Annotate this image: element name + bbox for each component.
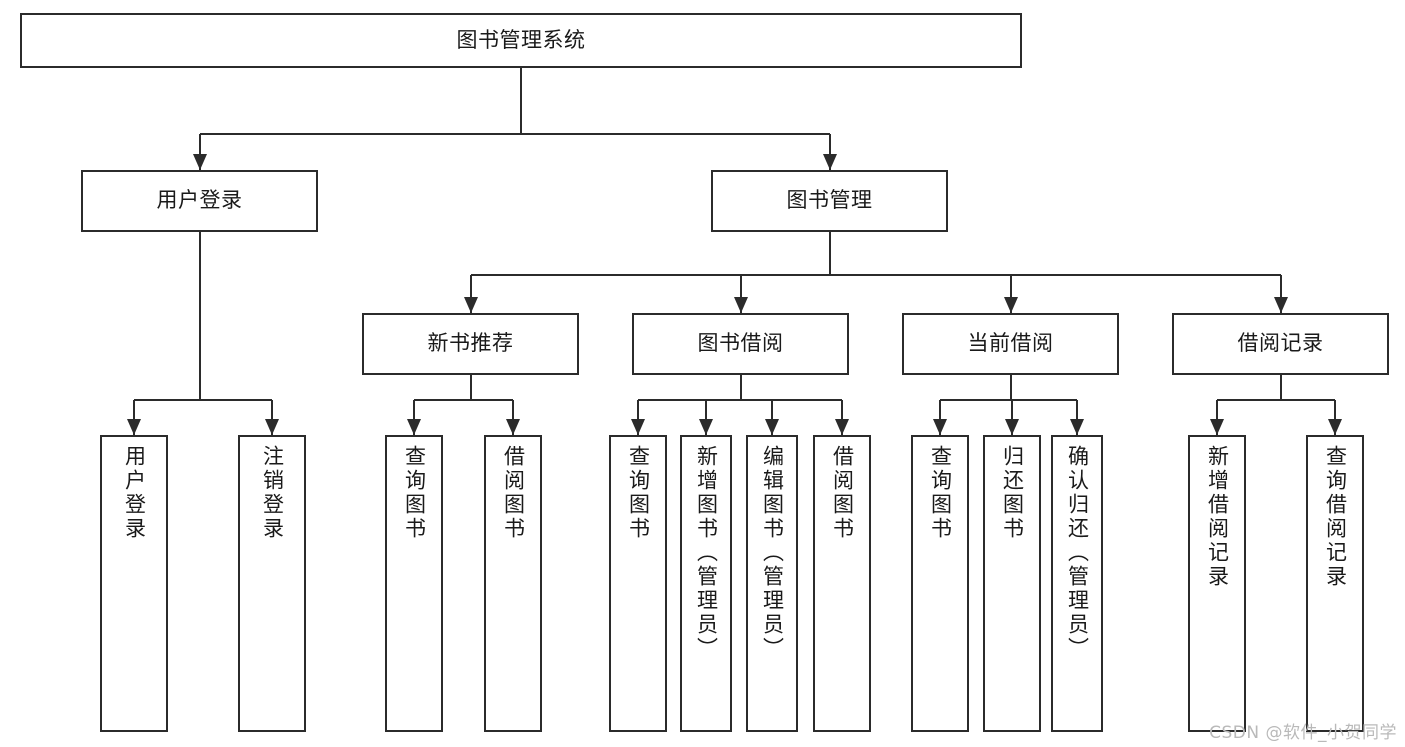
arrowhead-edit-book-admin (765, 419, 779, 435)
leaf-confirm-return-admin[interactable]: 确认归还（管理员） (1051, 435, 1103, 732)
leaf-borrow-book-label: 借阅图书 (830, 445, 855, 541)
leaf-add-borrow-record[interactable]: 新增借阅记录 (1188, 435, 1246, 732)
connector-bus (414, 399, 513, 401)
leaf-query-book[interactable]: 查询图书 (385, 435, 443, 732)
arrowhead-user-login (192, 154, 207, 170)
node-borrow-record-label: 借阅记录 (1237, 331, 1324, 356)
connector-drop (133, 400, 135, 435)
arrowhead-borrow-record (1273, 297, 1288, 313)
connector-drop (413, 400, 415, 435)
leaf-logout-label: 注销登录 (260, 445, 285, 541)
connector-drop (771, 400, 773, 435)
node-user-login[interactable]: 用户登录 (81, 170, 318, 232)
connector-drop (1216, 400, 1218, 435)
connector-drop (739, 275, 742, 313)
connector-drop (469, 275, 472, 313)
arrowhead-confirm-return-admin (1070, 419, 1084, 435)
leaf-add-borrow-record-label: 新增借阅记录 (1205, 445, 1230, 589)
connector-drop (512, 400, 514, 435)
leaf-add-book-admin-label: 新增图书（管理员） (694, 445, 719, 661)
leaf-borrow-book-label: 借阅图书 (501, 445, 526, 541)
connector-drop (1076, 400, 1078, 435)
node-current-borrow-label: 当前借阅 (967, 331, 1054, 356)
connector-drop (939, 400, 941, 435)
node-new-book-recommend-label: 新书推荐 (427, 331, 514, 356)
leaf-user-login[interactable]: 用户登录 (100, 435, 168, 732)
leaf-edit-book-admin[interactable]: 编辑图书（管理员） (746, 435, 798, 732)
leaf-user-login-label: 用户登录 (122, 445, 147, 541)
arrowhead-return-book (1005, 419, 1019, 435)
node-current-borrow[interactable]: 当前借阅 (902, 313, 1119, 375)
connector-drop (705, 400, 707, 435)
connector-drop (841, 400, 843, 435)
leaf-add-book-admin[interactable]: 新增图书（管理员） (680, 435, 732, 732)
arrowhead-new-book-recommend (463, 297, 478, 313)
node-book-management-system-label: 图书管理系统 (456, 27, 586, 52)
connector-stem (198, 232, 201, 400)
connector-stem (1009, 375, 1012, 400)
leaf-borrow-book[interactable]: 借阅图书 (813, 435, 871, 732)
arrowhead-borrow-book (835, 419, 849, 435)
node-book-management-system[interactable]: 图书管理系统 (20, 13, 1022, 68)
arrowhead-user-login (127, 419, 141, 435)
leaf-query-borrow-record-label: 查询借阅记录 (1323, 445, 1348, 589)
connector-drop (198, 134, 201, 170)
connector-drop (1009, 275, 1012, 313)
node-book-management[interactable]: 图书管理 (711, 170, 948, 232)
node-book-borrow[interactable]: 图书借阅 (632, 313, 849, 375)
arrowhead-book-borrow (733, 297, 748, 313)
connector-root-stem (520, 68, 522, 134)
connector-drop (1279, 275, 1282, 313)
connector-drop (1011, 400, 1013, 435)
leaf-query-book[interactable]: 查询图书 (911, 435, 969, 732)
connector-root-bus (199, 133, 830, 135)
connector-bus (638, 399, 842, 401)
leaf-logout[interactable]: 注销登录 (238, 435, 306, 732)
leaf-query-book-label: 查询图书 (402, 445, 427, 541)
connector-drop (271, 400, 273, 435)
arrowhead-logout (265, 419, 279, 435)
leaf-return-book-label: 归还图书 (1000, 445, 1025, 541)
connector-stem (739, 375, 742, 400)
node-borrow-record[interactable]: 借阅记录 (1172, 313, 1389, 375)
arrowhead-current-borrow (1003, 297, 1018, 313)
arrowhead-borrow-book (506, 419, 520, 435)
connector-stem (1279, 375, 1282, 400)
connector-drop (1334, 400, 1336, 435)
leaf-query-book-label: 查询图书 (928, 445, 953, 541)
arrowhead-query-book (407, 419, 421, 435)
leaf-edit-book-admin-label: 编辑图书（管理员） (760, 445, 785, 661)
arrowhead-query-book (933, 419, 947, 435)
arrowhead-query-book (631, 419, 645, 435)
connector-bus (1217, 399, 1335, 401)
node-book-management-label: 图书管理 (786, 188, 873, 213)
connector-bus (470, 274, 1281, 276)
arrowhead-add-borrow-record (1210, 419, 1224, 435)
connector-stem (828, 232, 831, 275)
arrowhead-add-book-admin (699, 419, 713, 435)
arrowhead-book-management (822, 154, 837, 170)
connector-bus (940, 399, 1077, 401)
connector-stem (469, 375, 472, 400)
leaf-confirm-return-admin-label: 确认归还（管理员） (1065, 445, 1090, 661)
arrowhead-query-borrow-record (1328, 419, 1342, 435)
node-user-login-label: 用户登录 (156, 188, 243, 213)
leaf-borrow-book[interactable]: 借阅图书 (484, 435, 542, 732)
watermark-label: CSDN @软件_小贺同学 (1209, 723, 1397, 743)
leaf-return-book[interactable]: 归还图书 (983, 435, 1041, 732)
node-book-borrow-label: 图书借阅 (697, 331, 784, 356)
leaf-query-book[interactable]: 查询图书 (609, 435, 667, 732)
leaf-query-borrow-record[interactable]: 查询借阅记录 (1306, 435, 1364, 732)
leaf-query-book-label: 查询图书 (626, 445, 651, 541)
connector-drop (637, 400, 639, 435)
connector-drop (828, 134, 831, 170)
node-new-book-recommend[interactable]: 新书推荐 (362, 313, 579, 375)
connector-bus (134, 399, 272, 401)
